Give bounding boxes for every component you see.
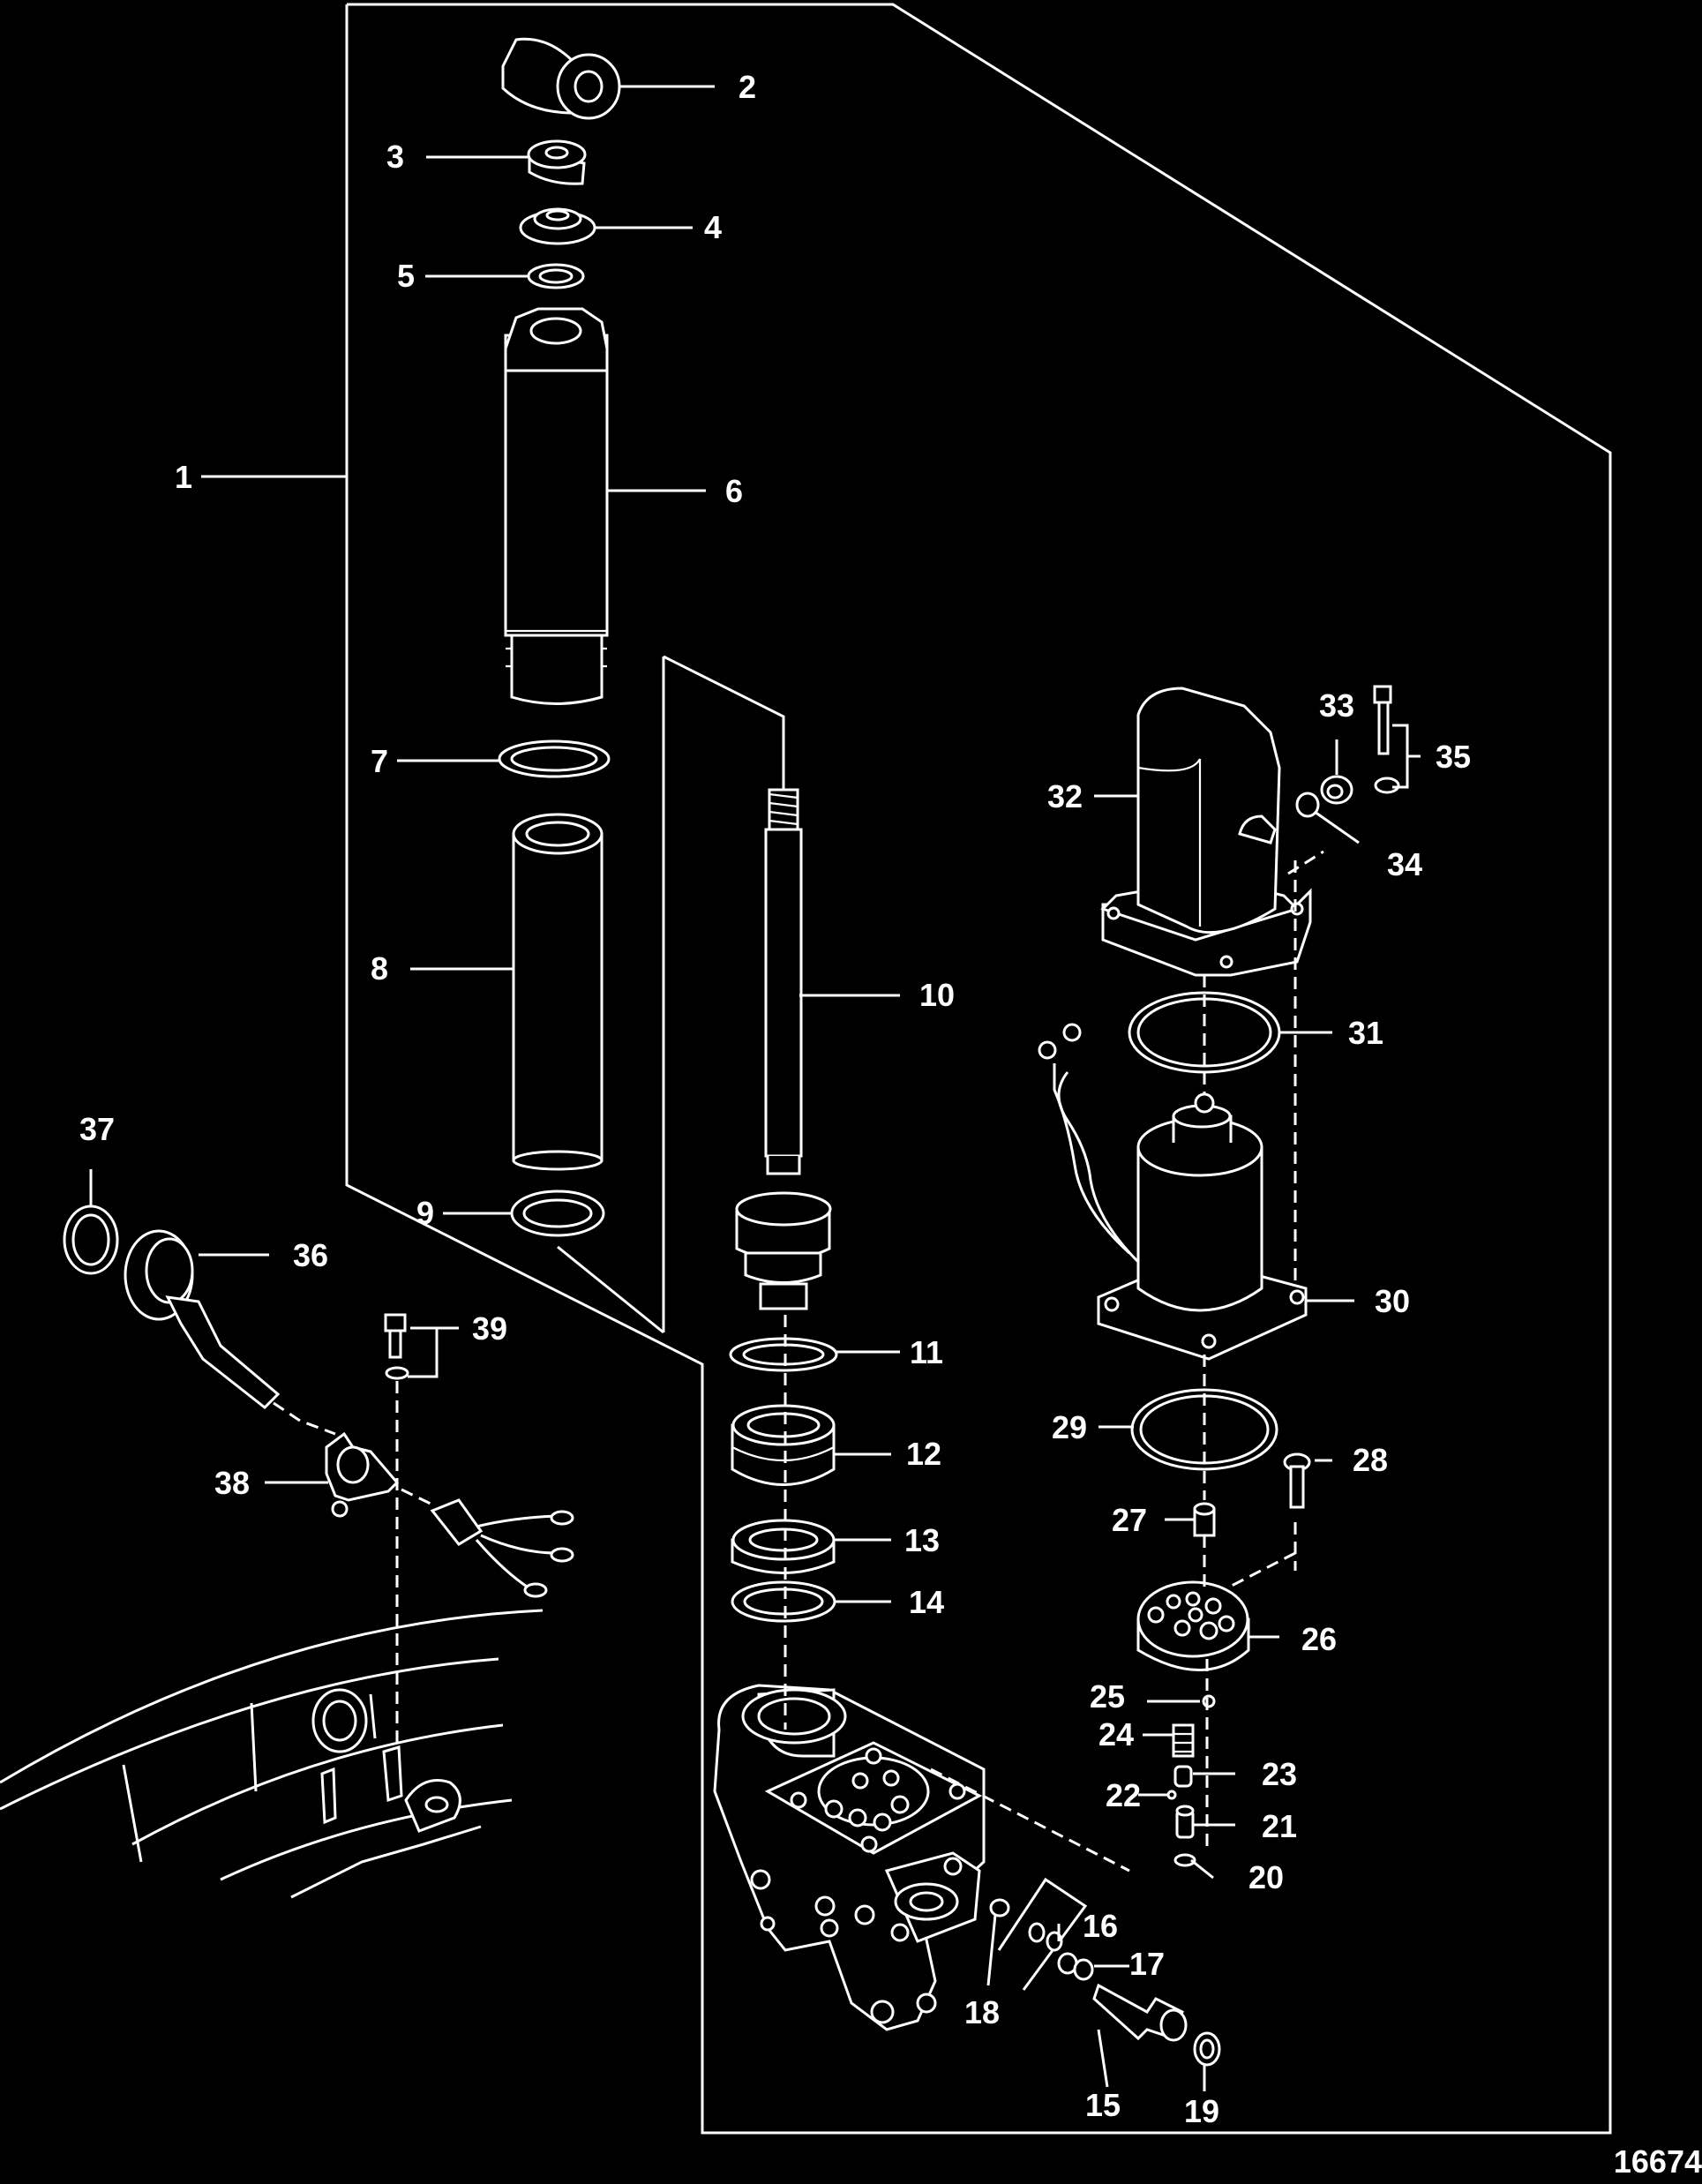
part-6-cylinder <box>504 307 609 705</box>
callout-17: 17 <box>1129 1946 1165 1982</box>
callout-18: 18 <box>964 1994 1000 2030</box>
part-37-ring <box>63 1205 119 1275</box>
callout-16: 16 <box>1083 1908 1118 1944</box>
callout-21: 21 <box>1262 1808 1297 1844</box>
part-21-valve-seat <box>1175 1805 1195 1839</box>
callout-12: 12 <box>906 1436 941 1472</box>
part-7-o-ring <box>498 739 611 778</box>
part-13-wiper <box>731 1519 836 1574</box>
part-29-o-ring <box>1130 1388 1278 1471</box>
callout-28: 28 <box>1353 1442 1388 1478</box>
callout-10: 10 <box>919 977 955 1013</box>
part-25-ball <box>1202 1694 1216 1708</box>
part-5-o-ring <box>527 263 585 289</box>
part-26-valve-body <box>1136 1580 1250 1671</box>
pump-manifold-base <box>713 1684 986 2031</box>
callout-labels: 1 2 3 4 5 6 7 8 9 10 11 12 13 14 15 16 1… <box>79 69 1471 2129</box>
callout-34: 34 <box>1387 846 1422 882</box>
callout-20: 20 <box>1248 1859 1284 1895</box>
part-38-bracket <box>325 1431 400 1518</box>
callout-13: 13 <box>904 1522 940 1558</box>
part-16-ring <box>1028 1922 1063 1952</box>
callout-4: 4 <box>704 209 722 245</box>
callout-30: 30 <box>1375 1283 1410 1319</box>
part-34-o-ring <box>1295 792 1320 818</box>
part-18-o-ring <box>989 1898 1010 1918</box>
callout-3: 3 <box>386 139 404 175</box>
part-12-bushing <box>731 1404 836 1486</box>
part-23-valve <box>1173 1765 1193 1788</box>
transom-housing <box>0 1609 544 1899</box>
leader-lines <box>89 85 1421 2091</box>
part-19-o-ring <box>1193 2031 1221 2067</box>
part-9-o-ring <box>510 1190 605 1237</box>
part-10-piston-rod <box>735 788 832 1310</box>
callout-2: 2 <box>739 69 756 105</box>
callout-35: 35 <box>1436 739 1471 775</box>
callout-33: 33 <box>1319 687 1354 724</box>
part-14-o-ring <box>731 1580 836 1623</box>
part-20-o-ring <box>1173 1853 1196 1867</box>
callout-25: 25 <box>1090 1678 1125 1715</box>
part-28-screw <box>1283 1452 1311 1509</box>
harness-dash-line <box>273 1401 336 1436</box>
callout-22: 22 <box>1106 1777 1141 1813</box>
callout-31: 31 <box>1348 1015 1383 1051</box>
callout-38: 38 <box>214 1465 250 1501</box>
assembly-1-bracket <box>345 3 1612 2135</box>
callout-9: 9 <box>416 1195 434 1231</box>
part-3-nut <box>527 139 587 185</box>
part-32-reservoir <box>1100 687 1312 977</box>
callout-15: 15 <box>1085 2087 1121 2123</box>
callout-29: 29 <box>1052 1409 1087 1445</box>
part-24-spring <box>1172 1723 1195 1758</box>
callout-36: 36 <box>293 1237 328 1273</box>
part-17-ring <box>1057 1952 1094 1981</box>
callout-26: 26 <box>1301 1621 1337 1657</box>
callout-14: 14 <box>909 1584 944 1620</box>
callout-11: 11 <box>910 1334 943 1370</box>
part-39-screw <box>384 1313 409 1380</box>
part-22-ball <box>1166 1790 1177 1800</box>
ring-9-leader-line <box>557 1245 664 1334</box>
callout-8: 8 <box>371 950 388 987</box>
callout-23: 23 <box>1262 1756 1297 1792</box>
part-11-o-ring <box>729 1337 838 1372</box>
part-30-motor <box>1038 1023 1308 1361</box>
callout-1: 1 <box>175 459 192 495</box>
part-33-plug <box>1320 775 1353 805</box>
callout-6: 6 <box>725 473 743 509</box>
part-valve-stem <box>1092 1983 1188 2042</box>
part-35-screw <box>1373 685 1400 794</box>
callout-19: 19 <box>1184 2093 1219 2129</box>
part-8-sleeve <box>512 813 604 1171</box>
callout-7: 7 <box>371 743 388 779</box>
callout-39: 39 <box>472 1310 507 1347</box>
callout-32: 32 <box>1047 778 1083 814</box>
callout-27: 27 <box>1112 1502 1147 1538</box>
figure-number: 16674 <box>1614 2143 1702 2180</box>
rod-bracket <box>663 655 785 789</box>
part-27-plug <box>1193 1502 1216 1537</box>
callout-37: 37 <box>79 1111 115 1147</box>
callout-5: 5 <box>397 258 415 294</box>
part-4-seal <box>519 207 596 245</box>
wiring-harness-leads <box>401 1488 574 1598</box>
part-2-cap <box>501 37 621 120</box>
callout-24: 24 <box>1098 1716 1134 1752</box>
part-36-connector <box>124 1229 281 1410</box>
